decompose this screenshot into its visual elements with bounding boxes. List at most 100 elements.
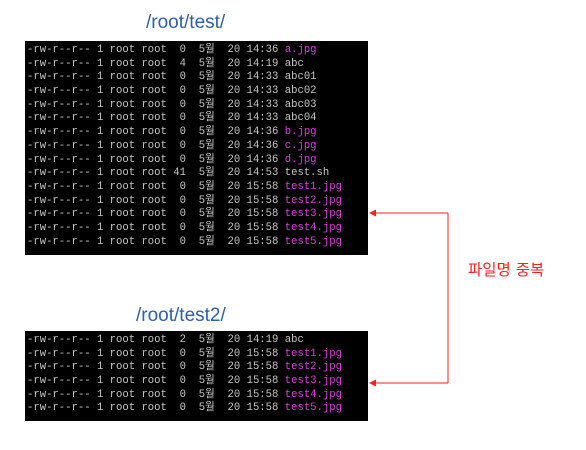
link-count: 1 [96, 126, 104, 139]
file-time: 14:19 [246, 57, 279, 70]
file-size: 0 [179, 112, 186, 125]
file-time: 14:53 [246, 167, 279, 180]
file-mode: -rw-r--r-- [27, 388, 91, 401]
terminal-listing-test: -rw-r--r-- 1 root root 0 5월 20 14:36 a.j… [25, 41, 368, 255]
file-day: 20 [227, 139, 241, 152]
link-count: 1 [96, 98, 104, 111]
file-group: root [141, 194, 167, 207]
file-month: 5월 [198, 153, 215, 166]
file-group: root [141, 85, 167, 98]
panel-title-test2: /root/test2/ [136, 305, 226, 326]
file-day: 20 [227, 126, 241, 139]
duplicate-filename-label: 파일명 중복 [468, 261, 545, 279]
file-time: 14:33 [246, 85, 279, 98]
file-owner: root [109, 112, 136, 125]
file-name: test3.jpg [284, 375, 342, 388]
file-name: abc03 [284, 98, 317, 111]
file-time: 15:58 [246, 180, 279, 193]
file-owner: root [109, 126, 136, 139]
file-month: 5월 [198, 167, 215, 180]
file-name: b.jpg [284, 126, 317, 139]
file-size: 41 [173, 167, 186, 180]
file-time: 14:36 [246, 139, 279, 152]
file-group: root [141, 112, 167, 125]
file-name: abc04 [284, 112, 317, 125]
file-name: abc [284, 334, 304, 346]
file-owner: root [109, 85, 136, 98]
file-time: 15:58 [246, 221, 279, 234]
link-count: 1 [96, 180, 104, 193]
link-count: 1 [96, 85, 104, 98]
file-group: root [141, 44, 167, 56]
file-owner: root [109, 180, 136, 193]
file-mode: -rw-r--r-- [27, 57, 91, 70]
file-size: 0 [179, 375, 186, 388]
file-mode: -rw-r--r-- [27, 139, 91, 152]
file-size: 0 [179, 235, 186, 248]
file-mode: -rw-r--r-- [27, 194, 91, 207]
file-owner: root [109, 98, 136, 111]
file-mode: -rw-r--r-- [27, 71, 91, 84]
file-name: test3.jpg [284, 208, 342, 221]
list-item: -rw-r--r-- 1 root root 0 5월 20 14:36 b.j… [27, 126, 368, 140]
file-owner: root [109, 57, 136, 70]
file-mode: -rw-r--r-- [27, 98, 91, 111]
file-owner: root [109, 388, 136, 401]
file-day: 20 [227, 402, 241, 415]
file-day: 20 [227, 180, 241, 193]
file-month: 5월 [198, 44, 215, 56]
file-day: 20 [227, 194, 241, 207]
file-group: root [141, 375, 167, 388]
file-day: 20 [227, 98, 241, 111]
file-time: 15:58 [246, 375, 279, 388]
list-item: -rw-r--r-- 1 root root 0 5월 20 15:58 tes… [27, 181, 368, 195]
file-month: 5월 [198, 402, 215, 415]
file-owner: root [109, 44, 136, 56]
file-owner: root [109, 167, 136, 180]
file-day: 20 [227, 167, 241, 180]
link-count: 1 [96, 347, 104, 360]
file-mode: -rw-r--r-- [27, 167, 91, 180]
file-day: 20 [227, 153, 241, 166]
file-mode: -rw-r--r-- [27, 112, 91, 125]
link-count: 1 [96, 208, 104, 221]
file-day: 20 [227, 208, 241, 221]
file-time: 14:36 [246, 126, 279, 139]
file-name: test1.jpg [284, 347, 342, 360]
list-item: -rw-r--r-- 1 root root 0 5월 20 14:33 abc… [27, 85, 368, 99]
file-time: 15:58 [246, 402, 279, 415]
file-group: root [141, 361, 167, 374]
file-time: 15:58 [246, 194, 279, 207]
file-owner: root [109, 221, 136, 234]
link-count: 1 [96, 167, 104, 180]
link-count: 1 [96, 388, 104, 401]
link-count: 1 [96, 139, 104, 152]
file-mode: -rw-r--r-- [27, 221, 91, 234]
file-group: root [141, 221, 167, 234]
file-time: 14:33 [246, 98, 279, 111]
file-month: 5월 [198, 334, 215, 346]
file-time: 14:33 [246, 71, 279, 84]
file-time: 14:36 [246, 44, 279, 56]
file-group: root [141, 71, 167, 84]
file-size: 0 [179, 126, 186, 139]
file-month: 5월 [198, 347, 215, 360]
file-mode: -rw-r--r-- [27, 375, 91, 388]
file-time: 15:58 [246, 361, 279, 374]
file-group: root [141, 180, 167, 193]
link-count: 1 [96, 235, 104, 248]
link-count: 1 [96, 44, 104, 56]
file-size: 0 [179, 347, 186, 360]
file-day: 20 [227, 388, 241, 401]
file-month: 5월 [198, 194, 215, 207]
list-item: -rw-r--r-- 1 root root 0 5월 20 14:33 abc… [27, 71, 368, 85]
file-month: 5월 [198, 375, 215, 388]
file-owner: root [109, 208, 136, 221]
list-item: -rw-r--r-- 1 root root 0 5월 20 15:58 tes… [27, 402, 368, 416]
file-owner: root [109, 347, 136, 360]
list-item: -rw-r--r-- 1 root root 0 5월 20 14:33 abc… [27, 112, 368, 126]
list-item: -rw-r--r-- 1 root root 0 5월 20 15:58 tes… [27, 361, 368, 375]
file-group: root [141, 98, 167, 111]
file-size: 2 [179, 334, 186, 346]
file-mode: -rw-r--r-- [27, 153, 91, 166]
